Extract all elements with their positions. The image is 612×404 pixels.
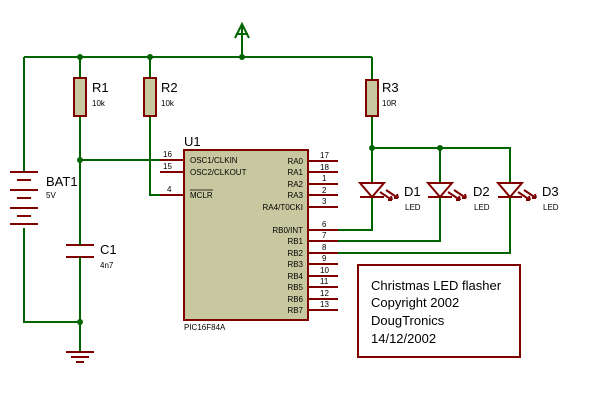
d1-cathode-wire bbox=[338, 197, 373, 231]
junction-dot bbox=[77, 157, 83, 163]
pin-number: 12 bbox=[320, 289, 329, 298]
resistor-r3: R3 10R bbox=[365, 79, 399, 117]
u1-ref: U1 bbox=[184, 134, 201, 149]
note-frame bbox=[357, 264, 521, 358]
junction-dot bbox=[77, 54, 83, 60]
r1-value: 10k bbox=[92, 99, 106, 108]
note-copyright: Copyright 2002 bbox=[371, 295, 459, 310]
resistor-r1: R1 10k bbox=[73, 77, 109, 117]
r2-ref: R2 bbox=[161, 80, 178, 95]
junction-dot bbox=[437, 145, 443, 151]
junction-dot bbox=[239, 54, 245, 60]
pin-name: RA4/T0CKI bbox=[263, 203, 303, 212]
pin-name: RA1 bbox=[287, 168, 303, 177]
r3-ref: R3 bbox=[382, 80, 399, 95]
bat1-value: 5V bbox=[46, 191, 56, 200]
r2-value: 10k bbox=[161, 99, 175, 108]
wires bbox=[23, 38, 511, 352]
led-d2: D2 LED bbox=[425, 182, 490, 212]
battery-bat1: BAT1 5V bbox=[10, 171, 78, 225]
d3-ref: D3 bbox=[542, 184, 559, 199]
bat1-ref: BAT1 bbox=[46, 174, 78, 189]
junction-dot bbox=[77, 319, 83, 325]
pin-number: 11 bbox=[320, 277, 329, 286]
note-title: Christmas LED flasher bbox=[371, 278, 502, 293]
pin-number: 9 bbox=[322, 254, 327, 263]
battery-bottom-wire bbox=[23, 228, 80, 323]
pin-name: RA0 bbox=[287, 157, 303, 166]
d2-cathode-wire bbox=[338, 197, 441, 242]
capacitor-c1: C1 4n7 bbox=[66, 242, 117, 270]
pin-number: 6 bbox=[322, 220, 327, 229]
c1-ref: C1 bbox=[100, 242, 117, 257]
pin-name: RA3 bbox=[287, 191, 303, 200]
pin-number: 15 bbox=[163, 162, 172, 171]
ic-right-pins: RA0 RA1 RA2 RA3 RA4/T0CKI RB0/INT RB1 RB… bbox=[263, 151, 338, 315]
note-box: Christmas LED flasher Copyright 2002 Dou… bbox=[357, 264, 521, 358]
ground-symbol bbox=[66, 351, 94, 363]
pin-number: 2 bbox=[322, 186, 327, 195]
r3-value: 10R bbox=[382, 99, 397, 108]
pin-number: 16 bbox=[163, 150, 172, 159]
led-d3: D3 LED bbox=[495, 182, 559, 212]
pin-number: 3 bbox=[322, 197, 327, 206]
d1-value: LED bbox=[405, 203, 421, 212]
pin-name: RB7 bbox=[287, 306, 303, 315]
pin-number: 8 bbox=[322, 243, 327, 252]
c1-value: 4n7 bbox=[100, 261, 114, 270]
power-terminal-symbol bbox=[234, 21, 250, 39]
pin-name: OSC2/CLKOUT bbox=[190, 168, 247, 177]
junctions bbox=[77, 54, 443, 325]
pin-number: 7 bbox=[322, 231, 327, 240]
d2-ref: D2 bbox=[473, 184, 490, 199]
d2-value: LED bbox=[474, 203, 490, 212]
pin-name: RB0/INT bbox=[272, 226, 303, 235]
pin-name: RA2 bbox=[287, 180, 303, 189]
pin-name: RB3 bbox=[287, 260, 303, 269]
mclr-wire bbox=[149, 116, 160, 196]
ic-body bbox=[183, 149, 309, 321]
ic-left-pins: 16 15 4 OSC1/CLKIN OSC2/CLKOUT MCLR bbox=[160, 150, 247, 200]
pin-name: RB6 bbox=[287, 295, 303, 304]
pin-number: 17 bbox=[320, 151, 329, 160]
d3-value: LED bbox=[543, 203, 559, 212]
note-date: 14/12/2002 bbox=[371, 331, 436, 346]
resistor-r2: R2 10k bbox=[143, 77, 178, 117]
junction-dot bbox=[147, 54, 153, 60]
pin-name: OSC1/CLKIN bbox=[190, 156, 238, 165]
note-author: DougTronics bbox=[371, 313, 445, 328]
u1-part-number: PIC16F84A bbox=[184, 323, 226, 332]
pin-name: RB4 bbox=[287, 272, 303, 281]
pin-number: 10 bbox=[320, 266, 329, 275]
led-anode-bus bbox=[372, 147, 511, 183]
d3-cathode-wire bbox=[338, 197, 511, 254]
pin-number: 18 bbox=[320, 163, 329, 172]
junction-dot bbox=[369, 145, 375, 151]
ic-u1: U1 PIC16F84A 16 15 4 OSC1/CLKIN OSC2/CLK… bbox=[160, 134, 338, 332]
pin-number: 4 bbox=[167, 185, 172, 194]
d1-ref: D1 bbox=[404, 184, 421, 199]
pin-number: 1 bbox=[322, 174, 327, 183]
pin-name: MCLR bbox=[190, 191, 213, 200]
pin-name: RB1 bbox=[287, 237, 303, 246]
r1-ref: R1 bbox=[92, 80, 109, 95]
pin-name: RB2 bbox=[287, 249, 303, 258]
pin-number: 13 bbox=[320, 300, 329, 309]
pin-name: RB5 bbox=[287, 283, 303, 292]
led-d1: D1 LED bbox=[357, 182, 421, 212]
